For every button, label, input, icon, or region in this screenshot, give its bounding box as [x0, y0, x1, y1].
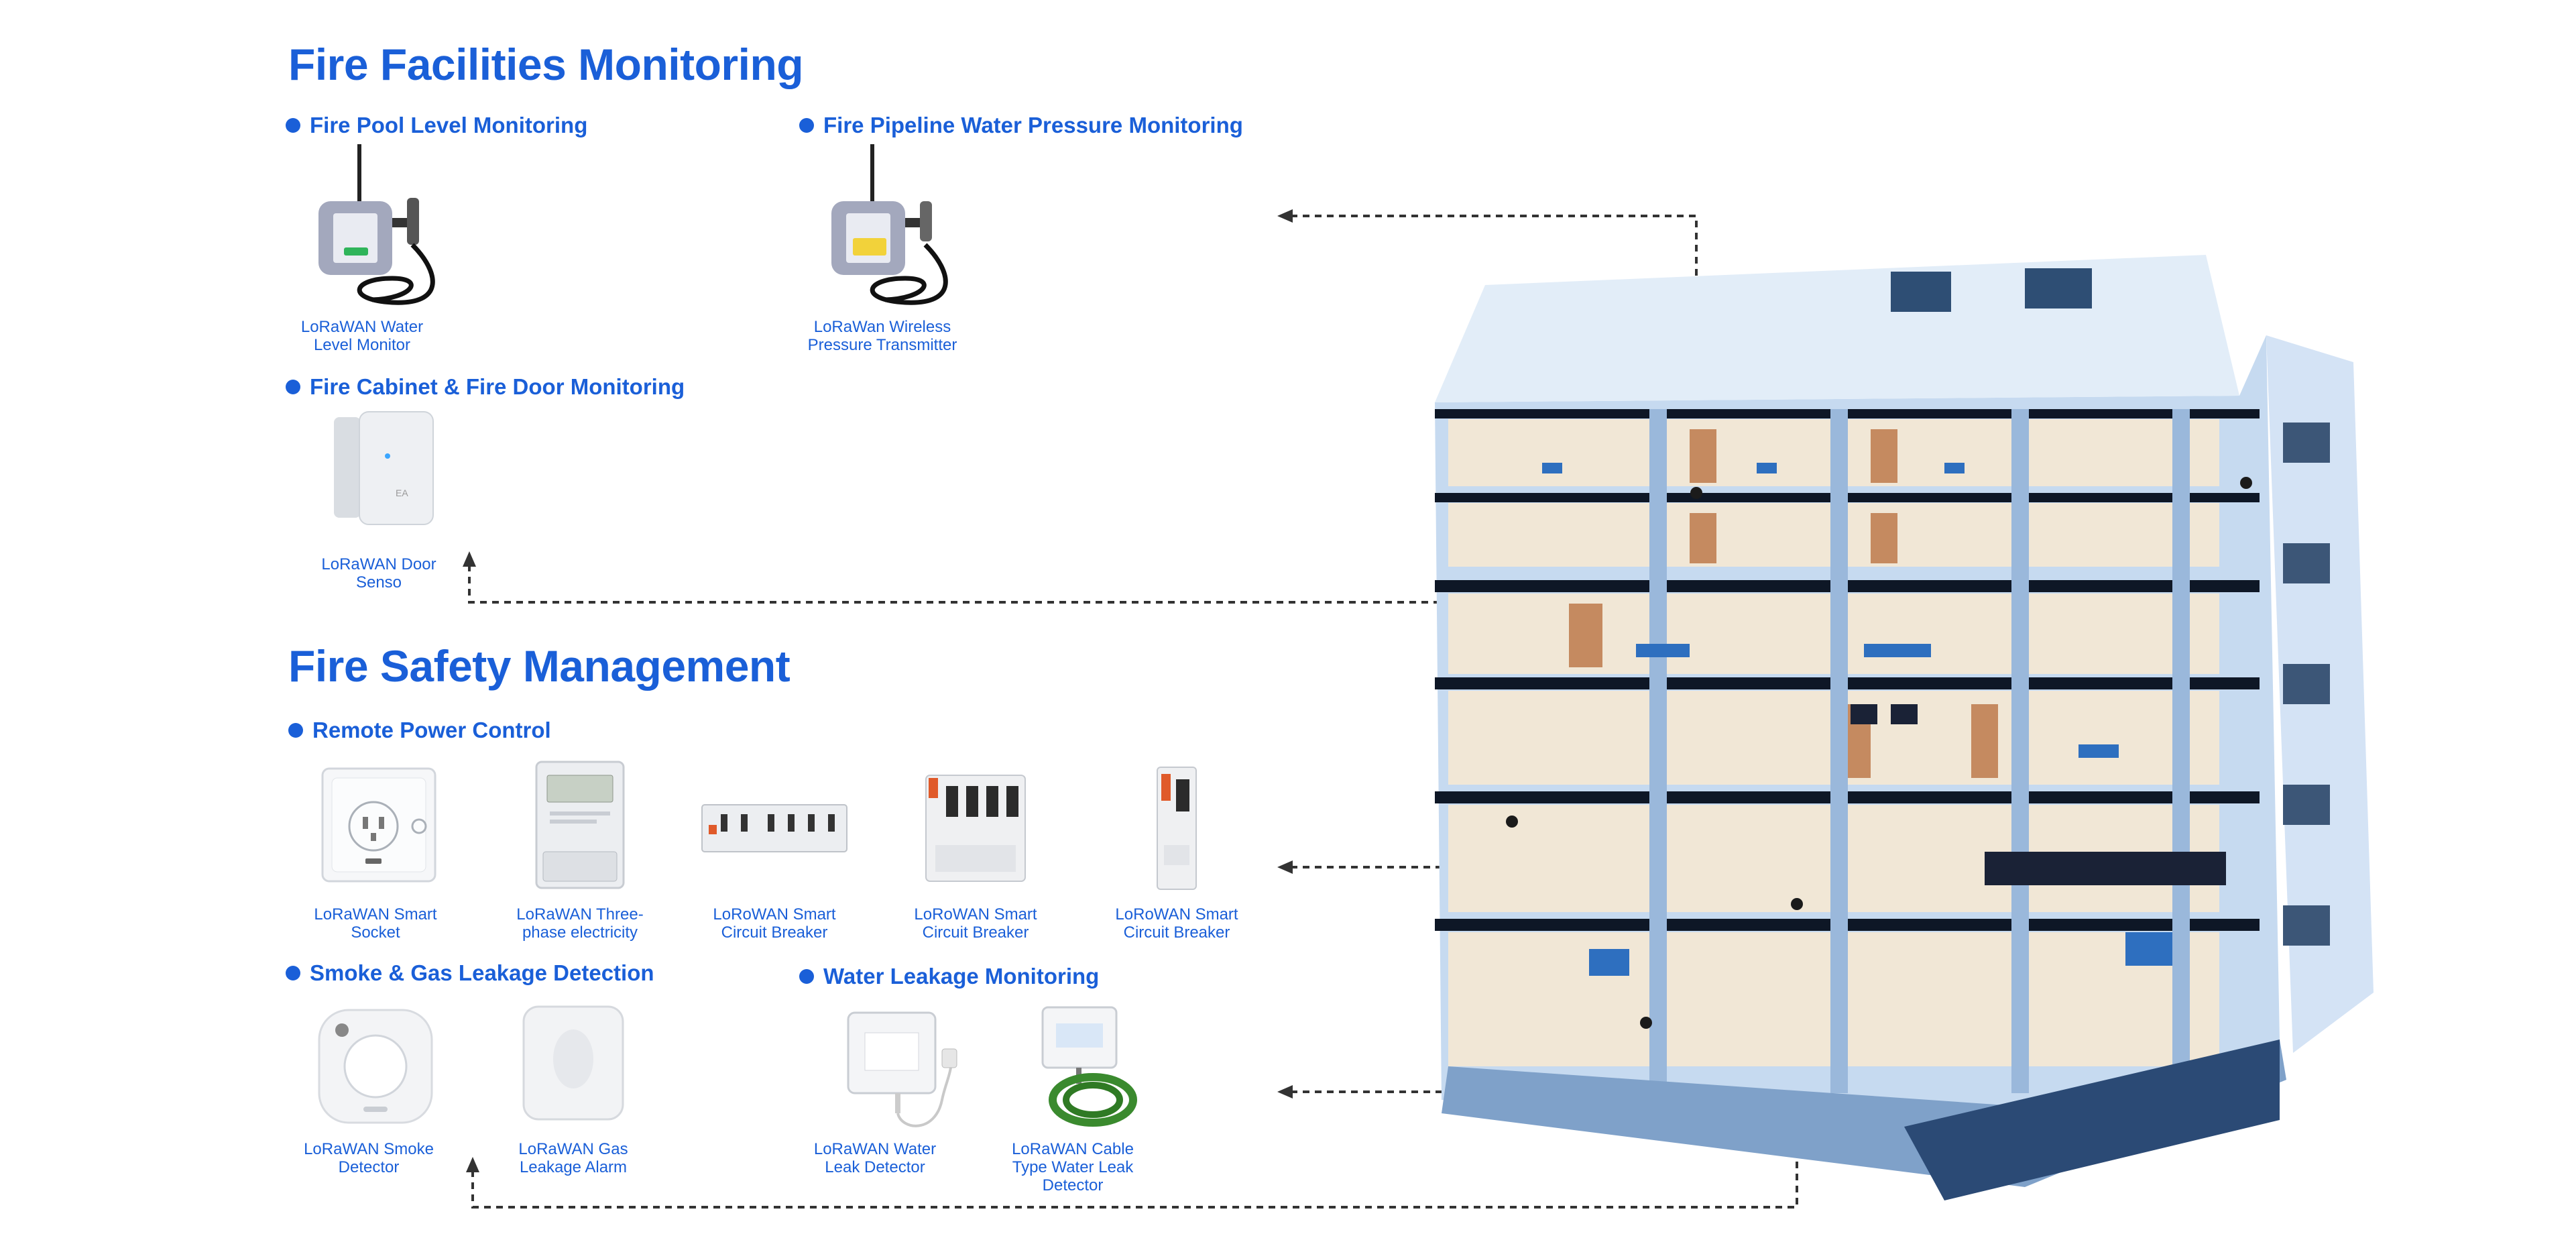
- bullet-icon: [286, 118, 300, 133]
- smart-socket-icon: [321, 767, 436, 883]
- device-caption: LoRaWan Wireless Pressure Transmitter: [807, 318, 957, 354]
- fire-safety-title: Fire Safety Management: [288, 641, 791, 691]
- pressure-transmitter-icon: [831, 144, 948, 305]
- bullet-icon: [286, 966, 300, 980]
- device-caption: LoRaWAN Door Senso: [321, 555, 436, 592]
- sub-remote-power: Remote Power Control: [288, 718, 551, 743]
- circuit-breaker-icon: [1157, 767, 1197, 890]
- arrow-icon: [1277, 209, 1293, 223]
- door-sensor-icon: EA: [334, 411, 434, 525]
- sub-fire-pipeline-label: Fire Pipeline Water Pressure Monitoring: [823, 113, 1243, 137]
- bullet-icon: [288, 723, 303, 738]
- svg-text:EA: EA: [396, 488, 408, 498]
- arrow-icon: [1277, 1085, 1293, 1099]
- sub-fire-pool: Fire Pool Level Monitoring: [286, 113, 587, 138]
- smoke-detector-icon: [318, 1009, 433, 1124]
- device-caption: LoRoWAN Smart Circuit Breaker: [713, 905, 836, 942]
- sub-water-leak: Water Leakage Monitoring: [799, 964, 1099, 989]
- three-phase-meter-icon: [535, 761, 625, 889]
- device-caption: LoRaWAN Smart Socket: [314, 905, 437, 942]
- bullet-icon: [799, 969, 814, 984]
- cable-leak-detector-icon: [1041, 1006, 1137, 1127]
- building-illustration: [1435, 255, 2374, 1200]
- device-caption: LoRaWAN Water Level Monitor: [300, 318, 424, 354]
- sub-smoke-gas-label: Smoke & Gas Leakage Detection: [310, 960, 654, 985]
- device-caption: LoRoWAN Smart Circuit Breaker: [914, 905, 1037, 942]
- sub-smoke-gas: Smoke & Gas Leakage Detection: [286, 960, 654, 986]
- sub-water-leak-label: Water Leakage Monitoring: [823, 964, 1100, 989]
- sub-fire-cabinet-label: Fire Cabinet & Fire Door Monitoring: [310, 374, 685, 399]
- arrow-icon: [1277, 860, 1293, 874]
- water-level-monitor-icon: [318, 144, 435, 305]
- device-caption: LoRoWAN Smart Circuit Breaker: [1115, 905, 1238, 942]
- connector-line-top: [1291, 215, 1698, 493]
- device-caption: LoRaWAN Water Leak Detector: [813, 1140, 937, 1176]
- device-caption: LoRaWAN Smoke Detector: [304, 1140, 434, 1176]
- sub-fire-pipeline: Fire Pipeline Water Pressure Monitoring: [799, 113, 1243, 138]
- arrow-icon: [463, 551, 476, 567]
- arrow-icon: [466, 1157, 479, 1172]
- water-leak-detector-icon: [847, 1011, 957, 1127]
- sub-remote-power-label: Remote Power Control: [312, 718, 551, 742]
- sub-fire-cabinet: Fire Cabinet & Fire Door Monitoring: [286, 374, 685, 400]
- circuit-breaker-icon: [925, 775, 1026, 882]
- device-caption: LoRaWAN Three- phase electricity: [516, 905, 644, 942]
- fire-facilities-title: Fire Facilities Monitoring: [288, 40, 804, 89]
- device-caption: LoRaWAN Cable Type Water Leak Detector: [1012, 1140, 1134, 1194]
- sub-fire-pool-label: Fire Pool Level Monitoring: [310, 113, 588, 137]
- circuit-breaker-icon: [701, 804, 847, 852]
- device-caption: LoRaWAN Gas Leakage Alarm: [518, 1140, 628, 1176]
- bullet-icon: [286, 380, 300, 394]
- bullet-icon: [799, 118, 814, 133]
- gas-alarm-icon: [522, 1005, 624, 1121]
